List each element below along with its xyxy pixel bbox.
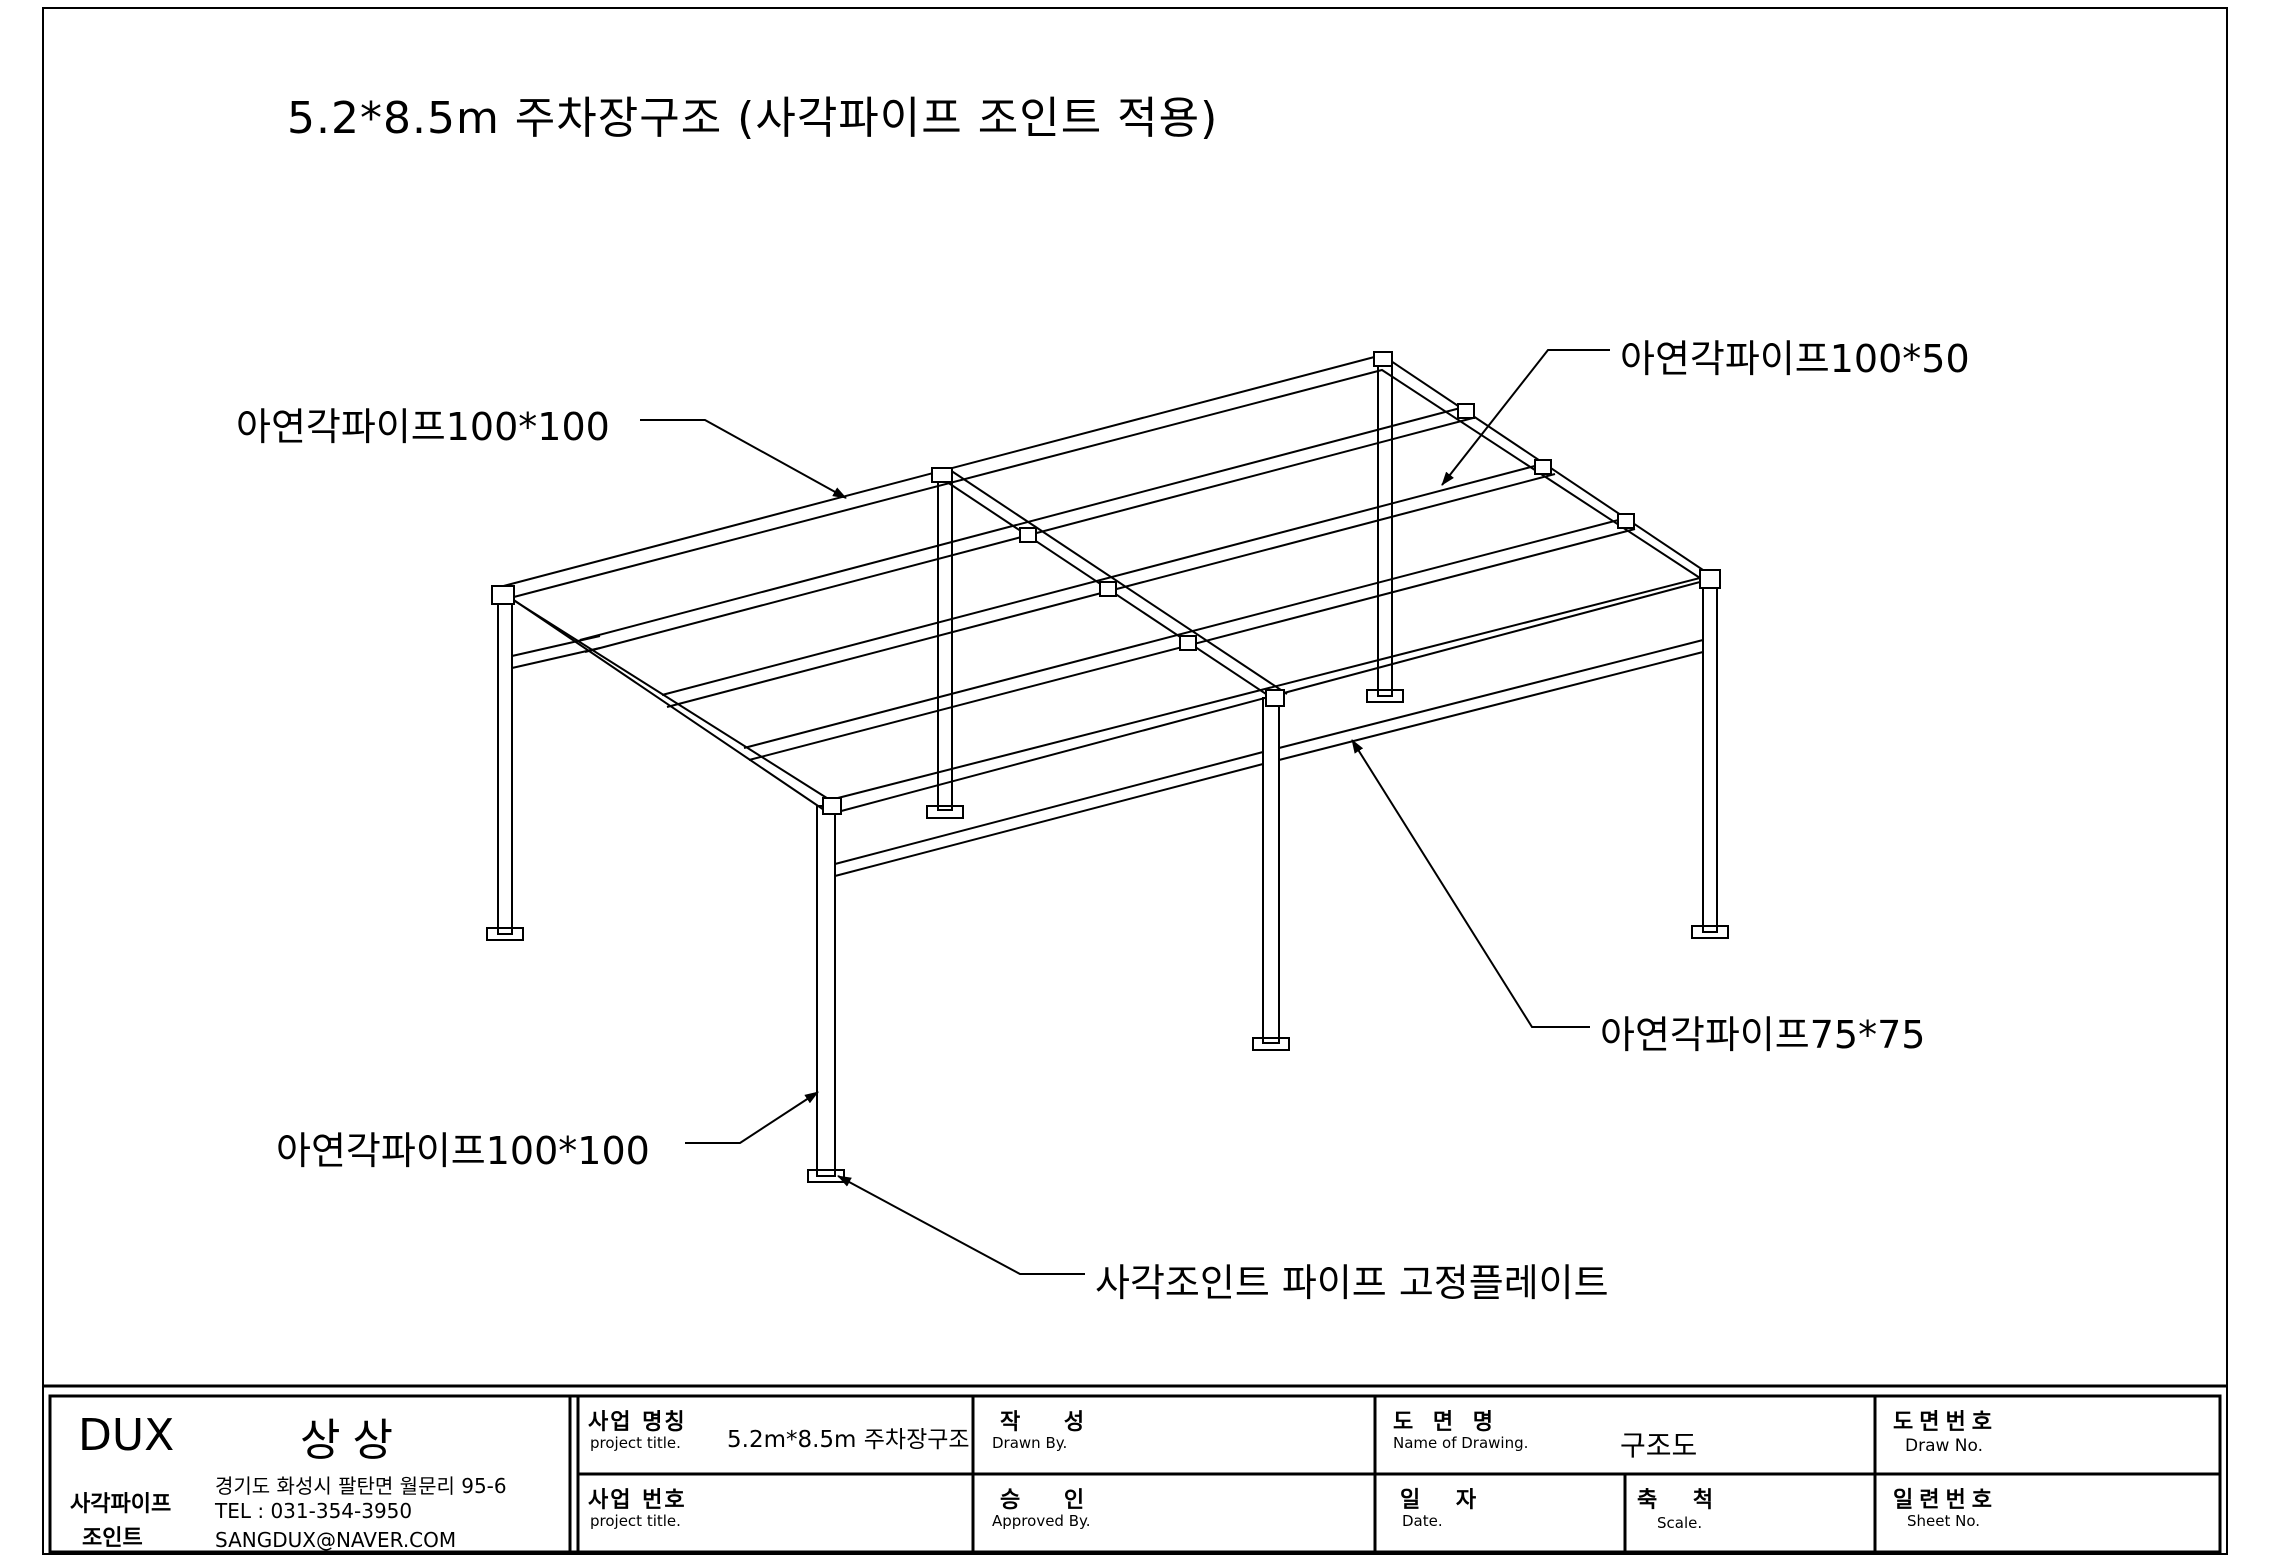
callout-bottom-left: 아연각파이프100*100 <box>276 1129 650 1173</box>
project-number-label-en: project title. <box>590 1512 681 1530</box>
project-number-label: 사업 번호 <box>588 1488 687 1513</box>
scale-label: 축 척 <box>1637 1488 1728 1513</box>
draw-number-label-en: Draw No. <box>1905 1436 1984 1456</box>
company-sub-1: 사각파이프 <box>70 1492 172 1517</box>
project-name-label: 사업 명칭 <box>588 1410 687 1435</box>
scale-label-en: Scale. <box>1657 1514 1703 1532</box>
callout-top-left: 아연각파이프100*100 <box>236 405 610 449</box>
drawing-name-label: 도 면 명 <box>1393 1410 1500 1435</box>
callout-mid-right: 아연각파이프75*75 <box>1600 1013 1926 1057</box>
project-name-label-en: project title. <box>590 1434 681 1452</box>
callout-top-right: 아연각파이프100*50 <box>1620 337 1970 381</box>
drawn-by-label: 작 성 <box>1000 1410 1103 1435</box>
side-rails <box>511 635 1704 877</box>
drawing-name-label-en: Name of Drawing. <box>1393 1434 1529 1452</box>
project-name-value: 5.2m*8.5m 주차장구조 <box>727 1427 970 1453</box>
drawing-title: 5.2*8.5m 주차장구조 (사각파이프 조인트 적용) <box>287 93 1219 144</box>
approved-by-label-en: Approved By. <box>992 1512 1091 1530</box>
sheet-number-label: 일련번호 <box>1893 1488 1998 1513</box>
company-address: 경기도 화성시 팔탄면 월문리 95-6 <box>215 1474 507 1498</box>
leader-lines <box>640 349 1610 1275</box>
drawing-name-value: 구조도 <box>1620 1429 1698 1462</box>
sheet-number-label-en: Sheet No. <box>1907 1512 1981 1530</box>
callout-bottom: 사각조인트 파이프 고정플레이트 <box>1095 1261 1609 1305</box>
company-sub-2: 조인트 <box>82 1526 143 1551</box>
joints <box>491 351 1721 815</box>
drawn-by-label-en: Drawn By. <box>992 1434 1068 1452</box>
brand-korean-name: 상상 <box>300 1415 405 1466</box>
date-label: 일 자 <box>1400 1488 1491 1513</box>
company-tel: TEL : 031-354-3950 <box>215 1499 413 1523</box>
steel-frame <box>486 351 1729 1183</box>
company-email: SANGDUX@NAVER.COM <box>215 1528 457 1552</box>
draw-number-label: 도면번호 <box>1893 1410 1998 1435</box>
approved-by-label: 승 인 <box>1000 1488 1103 1513</box>
date-label-en: Date. <box>1402 1512 1443 1530</box>
brand-logo-text: DUX <box>78 1410 175 1461</box>
drawing-frame <box>42 7 2228 1555</box>
